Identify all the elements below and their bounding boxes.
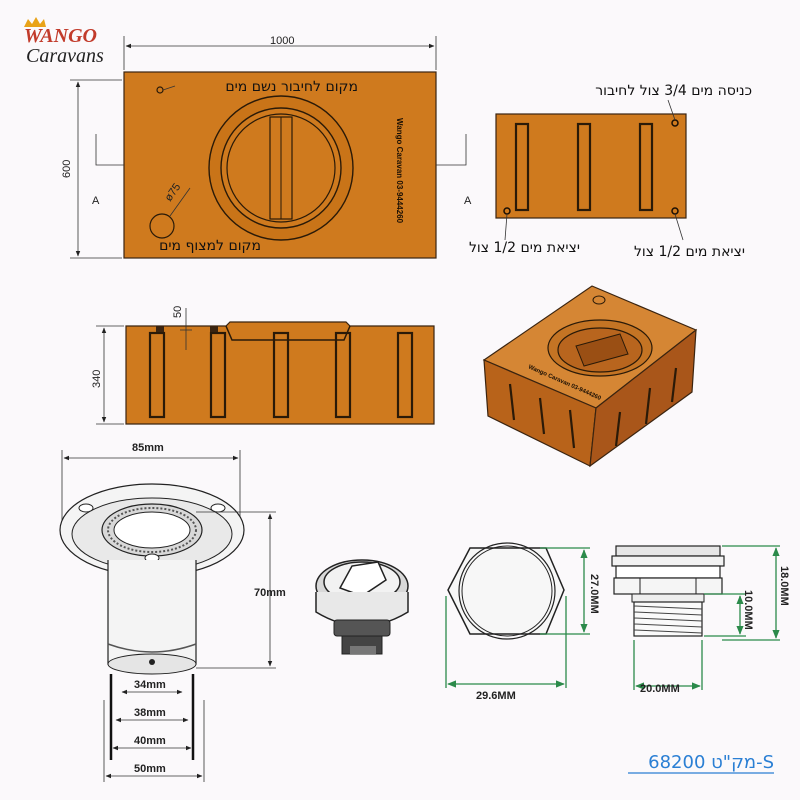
float-hole — [149, 213, 175, 239]
isometric-view: Wango Caravan 03-9444260 — [482, 285, 698, 468]
crown-icon — [24, 17, 46, 27]
outlet-left-label: יציאת מים 1/2 צול — [469, 240, 580, 256]
front-view: 340 50 — [91, 306, 435, 425]
outlet-right-label: יציאת מים 1/2 צול — [634, 244, 745, 260]
brand-line1: WANGO — [24, 25, 97, 47]
side-view: כניסה מים 3/4 צול לחיבור יציאת מים 1/2 צ… — [469, 83, 752, 260]
top-view: 1000 600 A A מקום לחיבור נשם מים ø75 מקו… — [61, 35, 472, 259]
lip-dimension: 50 — [172, 306, 184, 318]
cap-height-label: 27.0MM — [588, 574, 600, 614]
diameter-40-label: 40mm — [134, 735, 166, 747]
rain-inlet-label: מקום לחיבור נשם מים — [225, 79, 358, 95]
sku-block: מק"ט 68200-S — [628, 752, 774, 774]
inlet-label: כניסה מים 3/4 צול לחיבור — [595, 83, 752, 99]
fitting-width-label: 85mm — [132, 442, 164, 454]
cap-width-label: 29.6MM — [476, 690, 516, 702]
diameter-38-label: 38mm — [134, 707, 166, 719]
front-height-dimension: 340 — [91, 370, 103, 388]
iso-side-face — [589, 328, 697, 468]
brand-logo: WANGO Caravans — [24, 17, 104, 67]
float-label: מקום למצוף מים — [159, 238, 261, 254]
diameter-50-label: 50mm — [134, 763, 166, 775]
cap-top-view: 27.0MM 29.6MM — [445, 542, 600, 702]
thread-height-label: 10.0MM — [742, 590, 754, 630]
fitting-height-label: 70mm — [254, 587, 286, 599]
fitting-drawing: 85mm 70mm 34mm 38mm 40mm 50mm — [59, 442, 286, 782]
diameter-34-label: 34mm — [134, 679, 166, 691]
section-marker-right: A — [464, 195, 472, 207]
total-height-label: 18.0MM — [778, 566, 790, 606]
height-dimension: 600 — [61, 160, 73, 178]
cap-side-view: 20.0MM 10.0MM 18.0MM — [611, 545, 790, 695]
cap-octagon — [447, 547, 565, 635]
sku-text: מק"ט 68200-S — [648, 752, 774, 773]
section-marker-left: A — [92, 195, 100, 207]
thread-width-label: 20.0MM — [640, 683, 680, 695]
tank-brand-text: Wango Caravan 03-9444260 — [395, 118, 404, 224]
cap-3d — [315, 559, 409, 655]
tank-front-view — [125, 321, 435, 425]
brand-line2: Caravans — [26, 45, 104, 67]
cap-top-plate — [615, 545, 721, 557]
width-dimension: 1000 — [270, 35, 294, 47]
